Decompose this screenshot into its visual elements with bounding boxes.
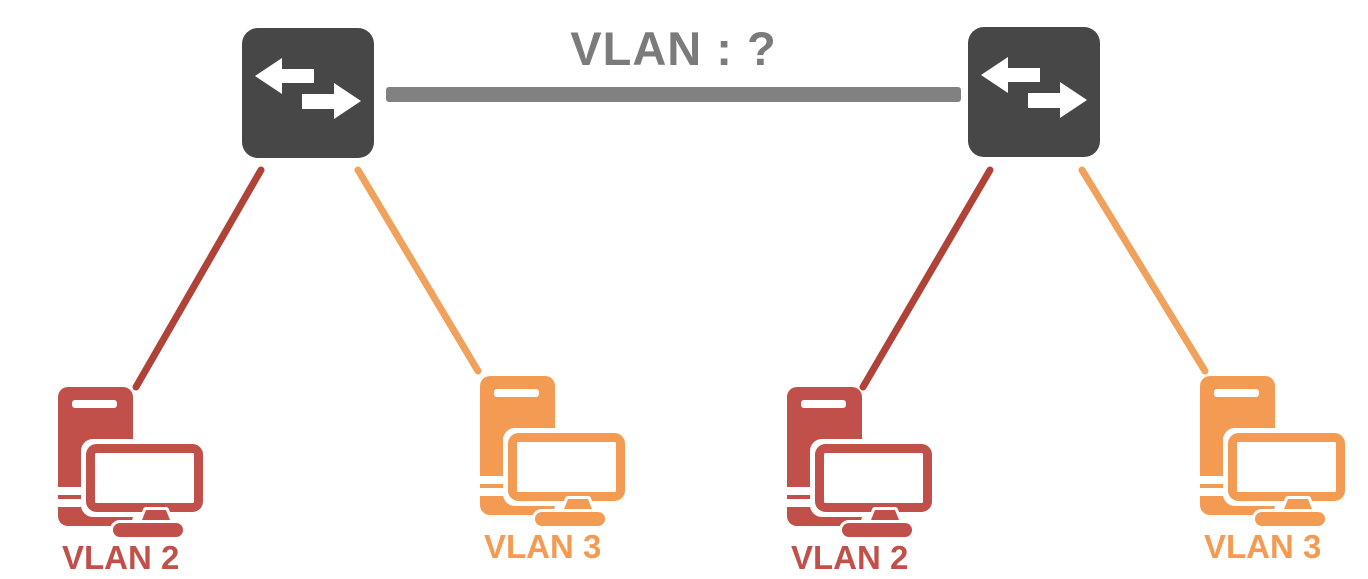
host-vlan2-left: VLAN 2 <box>56 384 208 574</box>
arrow-right-icon <box>1028 82 1087 118</box>
host-vlan2-right: VLAN 2 <box>785 384 937 574</box>
trunk-link-label: VLAN : ? <box>570 21 777 75</box>
host-label: VLAN 2 <box>791 539 909 576</box>
host-vlan3-right: VLAN 3 <box>1198 373 1350 563</box>
switch-icon <box>242 28 374 158</box>
host-label: VLAN 3 <box>1204 528 1322 565</box>
desktop-computer-icon <box>56 387 208 540</box>
link-right-switch-vlan3 <box>1078 166 1209 375</box>
trunk-link-line <box>386 87 961 102</box>
desktop-computer-icon <box>785 387 937 540</box>
desktop-computer-icon <box>1198 376 1350 529</box>
link-right-switch-vlan2 <box>859 166 994 391</box>
switch-icon <box>968 27 1100 157</box>
switch-left <box>242 28 374 158</box>
host-label: VLAN 2 <box>62 539 180 576</box>
desktop-computer-icon <box>478 376 630 529</box>
link-left-switch-vlan2 <box>132 166 265 391</box>
arrow-left-icon <box>255 58 314 94</box>
switch-right <box>968 27 1100 157</box>
link-left-switch-vlan3 <box>354 166 482 375</box>
host-vlan3-left: VLAN 3 <box>478 373 630 563</box>
arrow-right-icon <box>302 83 361 119</box>
host-label: VLAN 3 <box>484 528 602 565</box>
arrow-left-icon <box>981 57 1040 93</box>
